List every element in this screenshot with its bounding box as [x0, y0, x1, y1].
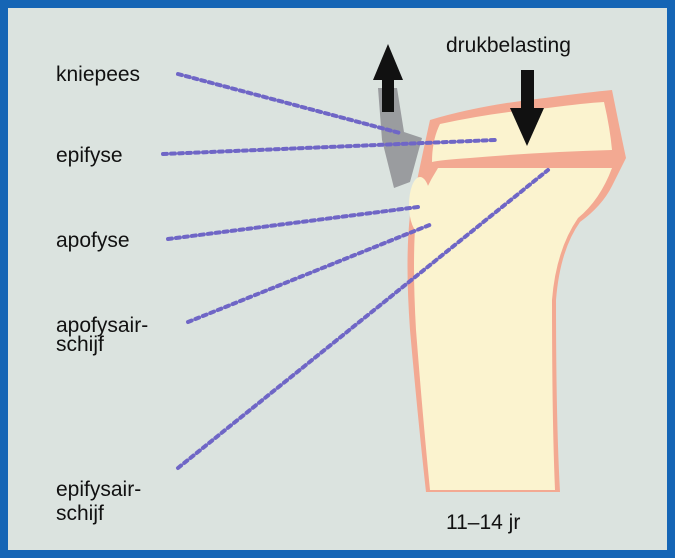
label-age: 11–14 jr [446, 511, 520, 534]
label-epifyse: epifyse [56, 144, 123, 167]
label-kniepees: kniepees [56, 63, 140, 86]
label-apofysairschijf-line2: schijf [56, 333, 104, 356]
leader-line-kniepees [178, 74, 400, 133]
leader-line-apofysairschijf [188, 224, 432, 322]
label-epifysairschijf-line1: epifysair- [56, 478, 141, 501]
label-epifysairschijf-line2: schijf [56, 502, 104, 525]
leader-line-apofyse [168, 207, 418, 239]
label-drukbelasting: drukbelasting [446, 34, 571, 57]
label-apofyse: apofyse [56, 229, 130, 252]
